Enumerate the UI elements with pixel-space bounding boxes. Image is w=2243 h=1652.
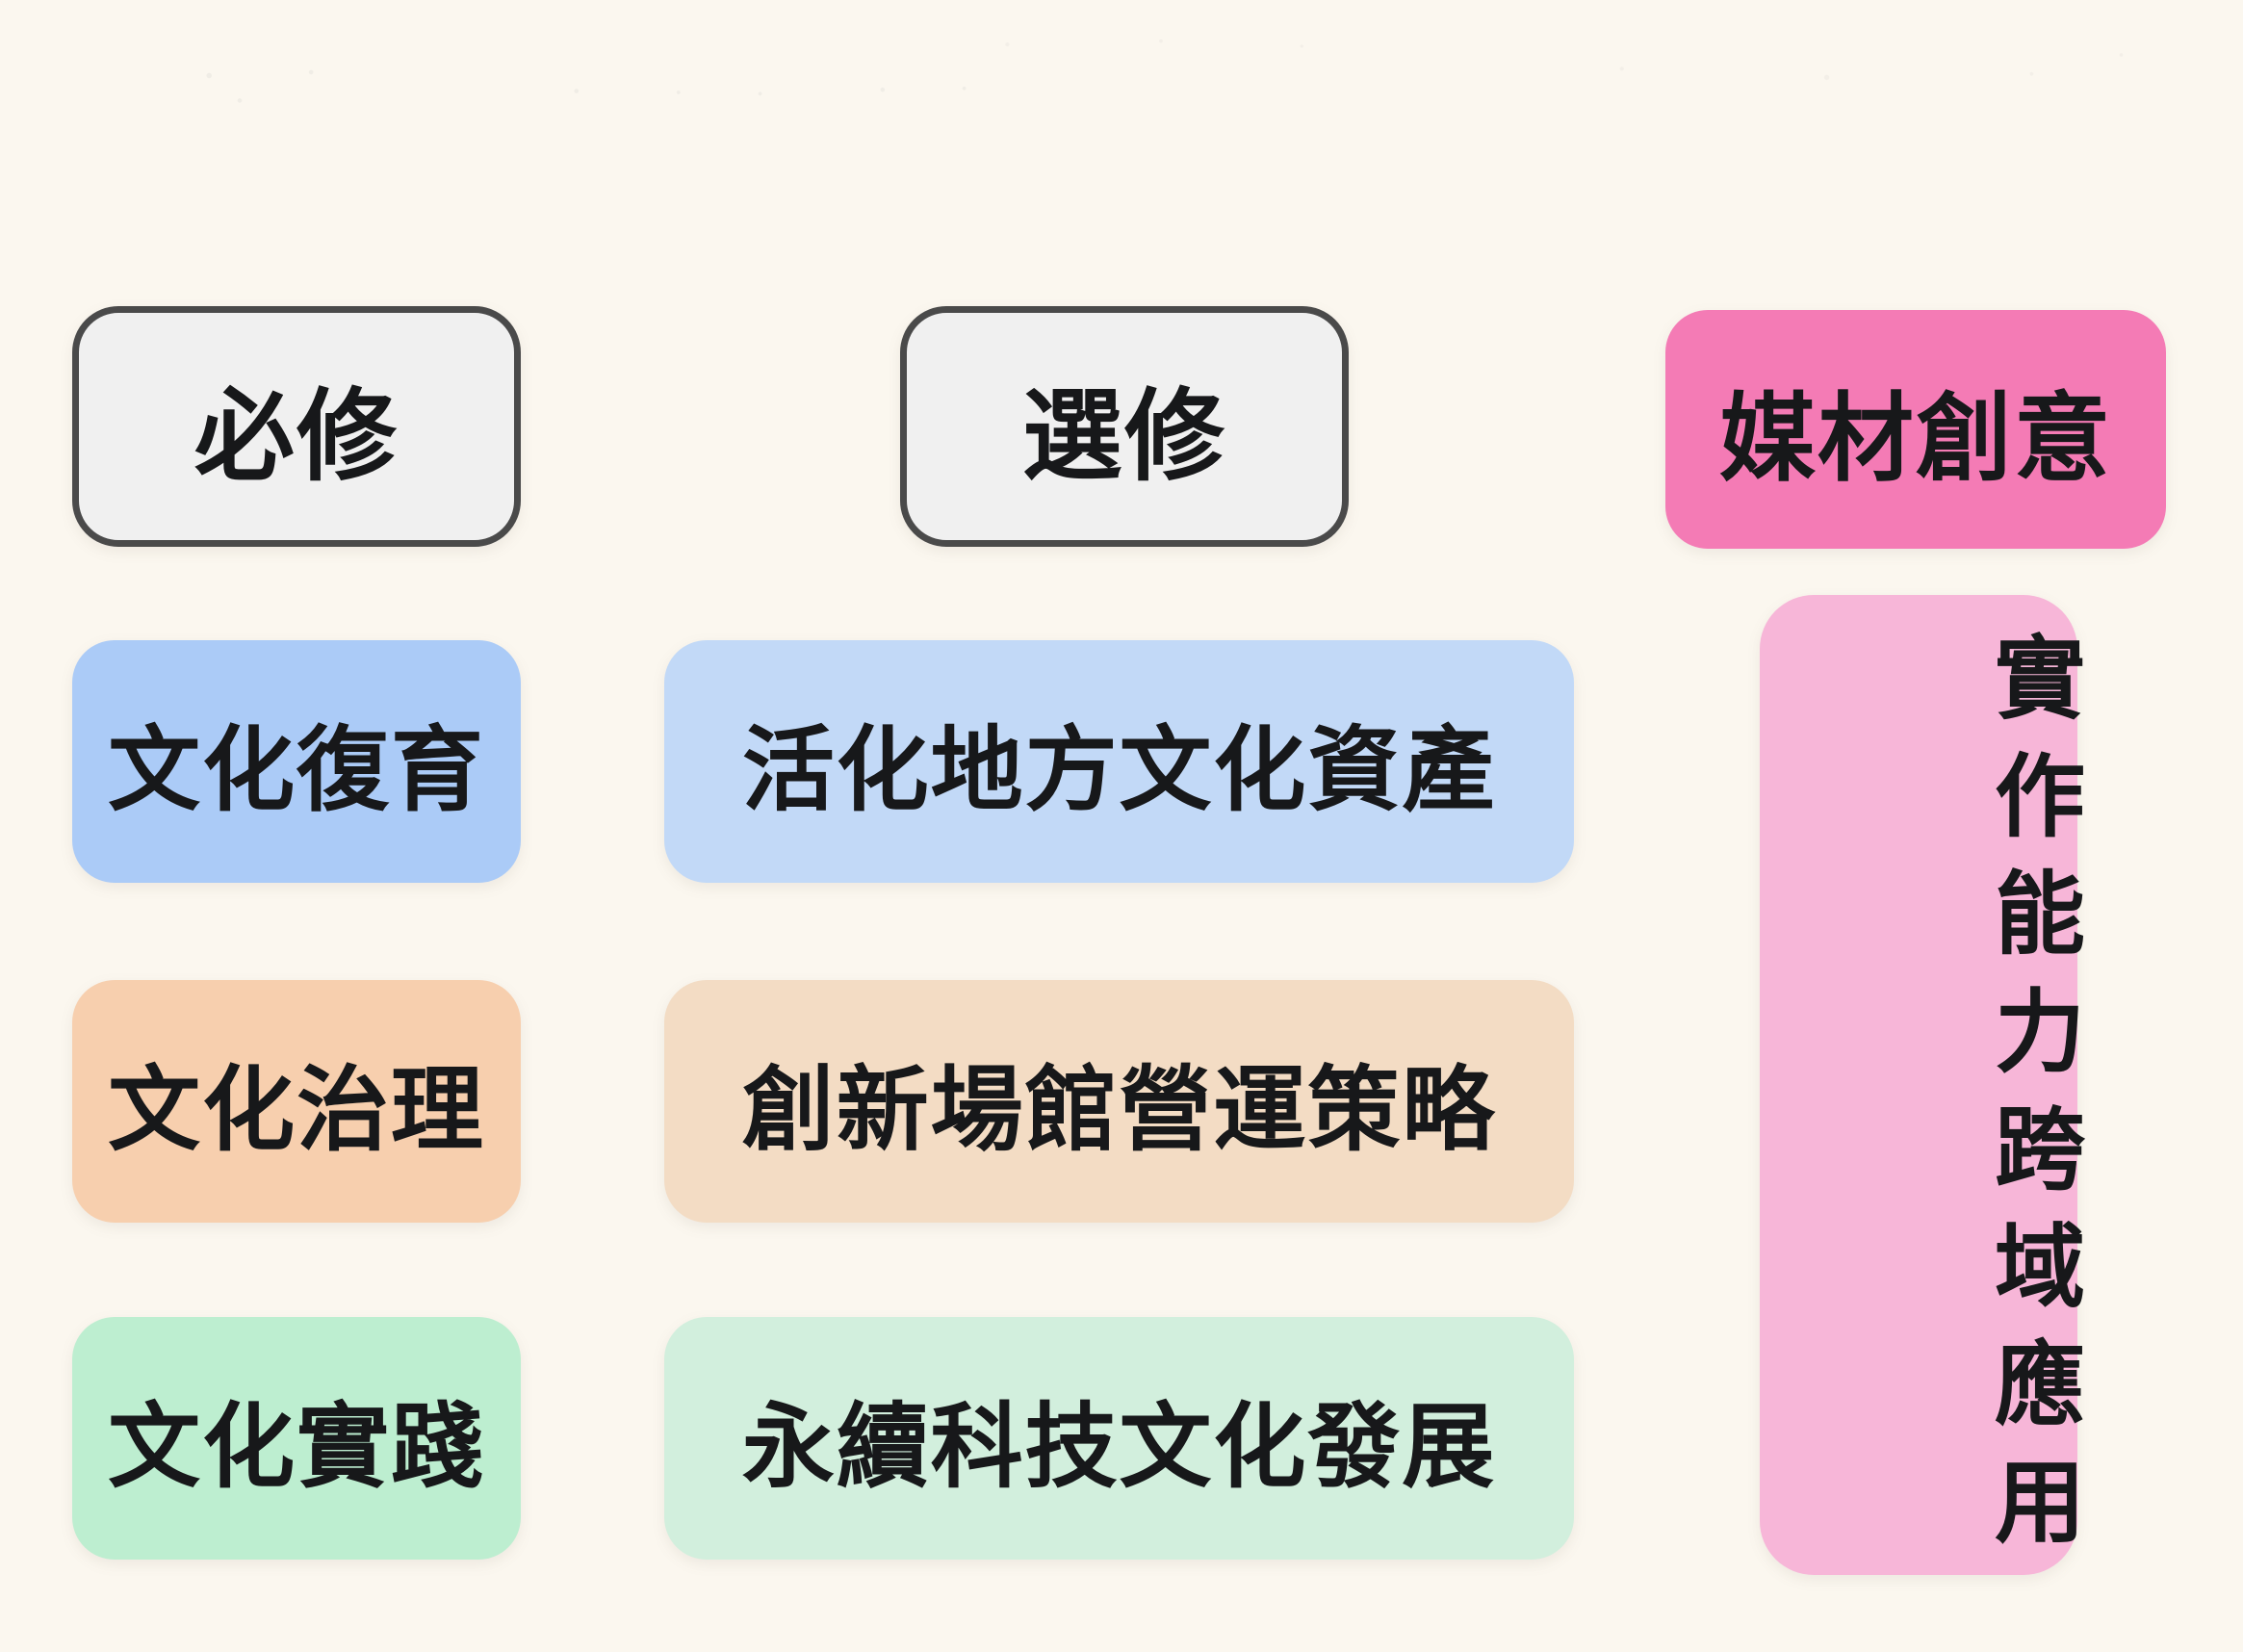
column-header-media-creativity[interactable]: 媒材創意 (1665, 310, 2166, 549)
course-chip-elective-3[interactable]: 永續科技文化發展 (664, 1317, 1574, 1560)
course-chip-required-3[interactable]: 文化實踐 (72, 1317, 521, 1560)
column-header-elective[interactable]: 選修 (900, 306, 1349, 547)
course-chip-required-1[interactable]: 文化復育 (72, 640, 521, 883)
course-chip-required-2[interactable]: 文化治理 (72, 980, 521, 1223)
course-chip-elective-2[interactable]: 創新場館營運策略 (664, 980, 1574, 1223)
scan-artifact-right (905, 29, 2185, 116)
scan-artifact-left (87, 39, 1107, 106)
course-chip-media-creativity-1[interactable]: 實作能力跨域應用 (1760, 595, 2083, 1575)
course-chip-elective-1[interactable]: 活化地方文化資產 (664, 640, 1574, 883)
column-header-required[interactable]: 必修 (72, 306, 521, 547)
